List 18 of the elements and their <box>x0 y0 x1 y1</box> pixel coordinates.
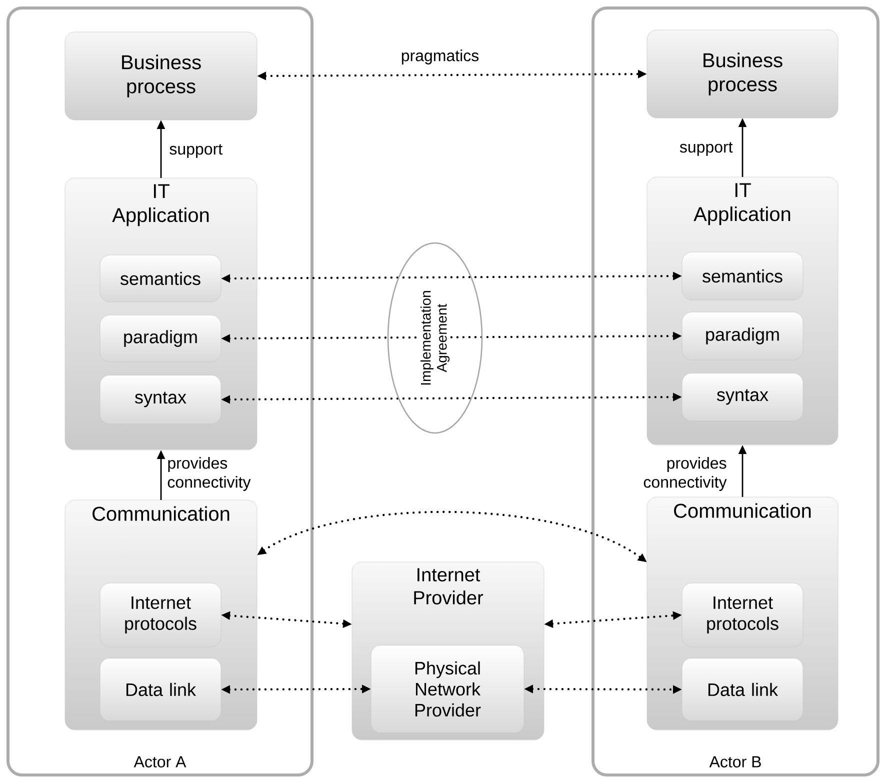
edge-label: pragmatics <box>402 50 479 64</box>
process-box: Business process <box>646 30 838 118</box>
process-box: Business process <box>64 32 258 120</box>
layer-box: Data link <box>100 658 222 722</box>
edge-label: support <box>680 142 733 156</box>
layer-box: semantics <box>682 252 804 300</box>
layer-box: Internet protocols <box>682 582 804 648</box>
edge-label: provides connectivity <box>644 457 727 491</box>
provider-box: Physical Network Provider <box>370 644 524 734</box>
layer-box: paradigm <box>682 312 804 360</box>
layer-box: semantics <box>100 254 222 302</box>
edge-label: provides connectivity <box>168 457 251 491</box>
layer-box: Data link <box>682 658 804 722</box>
layer-box: syntax <box>100 374 222 424</box>
edge-label: support <box>170 144 222 158</box>
layer-box: Internet protocols <box>100 582 222 648</box>
layer-box: syntax <box>682 372 804 422</box>
layer-box: paradigm <box>100 314 222 362</box>
